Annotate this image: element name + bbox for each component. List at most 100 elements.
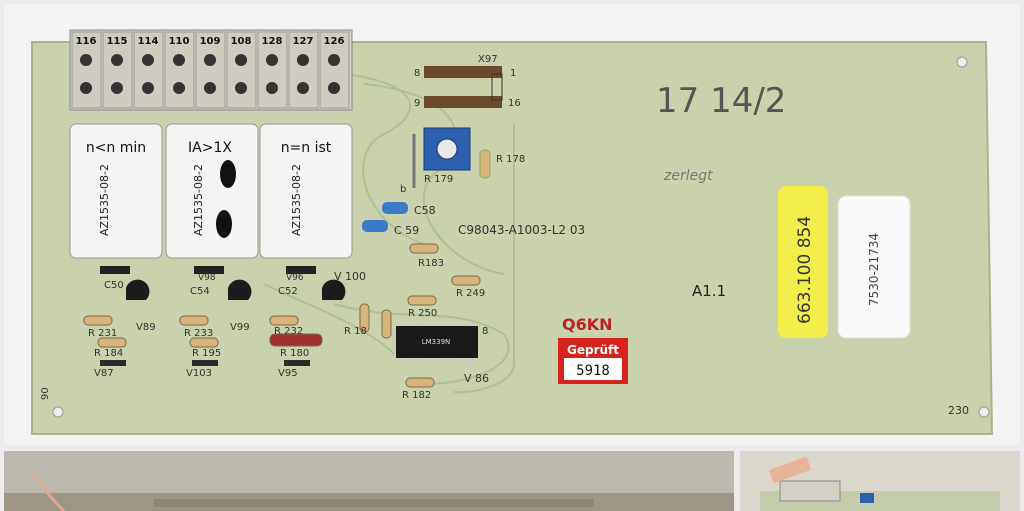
ic-pin — [424, 322, 428, 326]
ic-pin — [402, 322, 406, 326]
terminal-cell — [195, 31, 226, 109]
svg-text:R183: R183 — [418, 258, 444, 269]
terminal-cell — [226, 31, 257, 109]
mount-hole — [956, 56, 968, 68]
q6kn-marking: Q6KN — [562, 315, 613, 334]
ic-pin — [468, 322, 472, 326]
handwritten-note: zerlegt — [663, 168, 713, 184]
svg-text:V103: V103 — [186, 368, 212, 379]
ic-pin — [446, 322, 450, 326]
terminal-cell — [102, 31, 133, 109]
terminal-screw — [204, 54, 216, 66]
board-designator: A1.1 — [692, 282, 726, 300]
relay-part-number: AZ1535-08-2 — [290, 164, 303, 236]
svg-text:R 195: R 195 — [192, 348, 221, 359]
terminal-cell — [319, 31, 350, 109]
svg-text:R 178: R 178 — [496, 154, 525, 165]
ic-pin — [402, 358, 406, 362]
svg-text:V96: V96 — [286, 273, 304, 283]
svg-text:16: 16 — [508, 98, 521, 109]
ic-pin — [424, 358, 428, 362]
terminal-screw — [111, 54, 123, 66]
svg-text:9: 9 — [414, 98, 420, 109]
mount-hole — [52, 406, 64, 418]
svg-text:R 233: R 233 — [184, 328, 213, 339]
terminal-cell — [257, 31, 288, 109]
thumbnail-image — [740, 451, 1020, 511]
terminal-screw — [142, 82, 154, 94]
terminal-screw — [235, 54, 247, 66]
terminal-label: 128 — [262, 36, 283, 47]
terminal-label: 126 — [324, 36, 345, 47]
ic-pin — [413, 322, 417, 326]
relay-3: n=n ist AZ1535-08-2 — [259, 123, 353, 259]
relay-1: n<n min AZ1535-08-2 — [69, 123, 163, 259]
svg-text:C50: C50 — [104, 280, 124, 291]
svg-text:V98: V98 — [198, 273, 216, 283]
svg-text:R 180: R 180 — [280, 348, 309, 359]
svg-text:R 184: R 184 — [94, 348, 123, 359]
ic-pin — [435, 322, 439, 326]
terminal-screw — [111, 82, 123, 94]
relay-handwriting: n<n min — [86, 140, 146, 156]
svg-text:V 100: V 100 — [334, 270, 366, 283]
terminal-cell — [71, 31, 102, 109]
svg-text:V89: V89 — [136, 322, 156, 333]
svg-text:1: 1 — [510, 68, 516, 79]
diodes — [100, 266, 316, 366]
terminal-label: 115 — [107, 36, 128, 47]
terminal-label: 127 — [293, 36, 314, 47]
svg-text:LM339N: LM339N — [422, 338, 451, 346]
svg-text:R 249: R 249 — [456, 288, 485, 299]
svg-text:663.100 854: 663.100 854 — [795, 216, 815, 324]
svg-text:C58: C58 — [414, 204, 436, 217]
terminal-label: 114 — [138, 36, 159, 47]
terminal-screw — [235, 82, 247, 94]
terminal-cell — [288, 31, 319, 109]
svg-text:8: 8 — [482, 326, 488, 337]
label-x97: X97 — [478, 54, 498, 65]
ic-pin — [435, 358, 439, 362]
terminal-screw — [266, 82, 278, 94]
terminal-screw — [266, 54, 278, 66]
ic-chip: LM339N — [396, 322, 478, 362]
handwritten-number: 17 14/2 — [656, 81, 786, 121]
stamp-title: Geprüft — [567, 343, 619, 357]
terminal-cell — [133, 31, 164, 109]
resistor-network — [424, 66, 502, 78]
terminal-label: 109 — [200, 36, 221, 47]
thumbnail-side-view — [4, 451, 734, 511]
svg-text:R 179: R 179 — [424, 174, 453, 185]
svg-text:V99: V99 — [230, 322, 250, 333]
board-part-number: C98043-A1003-L2 03 — [458, 223, 585, 237]
terminal-label: 116 — [76, 36, 97, 47]
terminal-screw — [142, 54, 154, 66]
svg-text:7530-21734: 7530-21734 — [867, 233, 881, 306]
thumbnail-image — [4, 451, 734, 511]
terminal-screw — [204, 82, 216, 94]
svg-text:R 18: R 18 — [344, 326, 367, 337]
terminal-label: 108 — [231, 36, 252, 47]
relay-part-number: AZ1535-08-2 — [192, 164, 205, 236]
yellow-inventory-label: 663.100 854 — [778, 186, 828, 338]
thumbnail-top-view — [740, 451, 1020, 511]
svg-text:230: 230 — [948, 404, 969, 417]
resistors — [83, 243, 481, 388]
svg-text:C52: C52 — [278, 286, 298, 297]
relay-handwriting: IA>1X — [188, 140, 232, 156]
svg-text:90: 90 — [40, 387, 51, 400]
terminal-screw — [297, 54, 309, 66]
terminal-cell — [164, 31, 195, 109]
svg-text:C 59: C 59 — [394, 224, 419, 237]
ic-pin — [468, 358, 472, 362]
terminal-screw — [173, 82, 185, 94]
mount-hole — [978, 406, 990, 418]
resistor-network — [424, 96, 502, 108]
relay-handwriting: n=n ist — [281, 140, 332, 156]
svg-text:V87: V87 — [94, 368, 114, 379]
white-serial-label: 7530-21734 — [837, 195, 911, 339]
svg-text:V95: V95 — [278, 368, 298, 379]
